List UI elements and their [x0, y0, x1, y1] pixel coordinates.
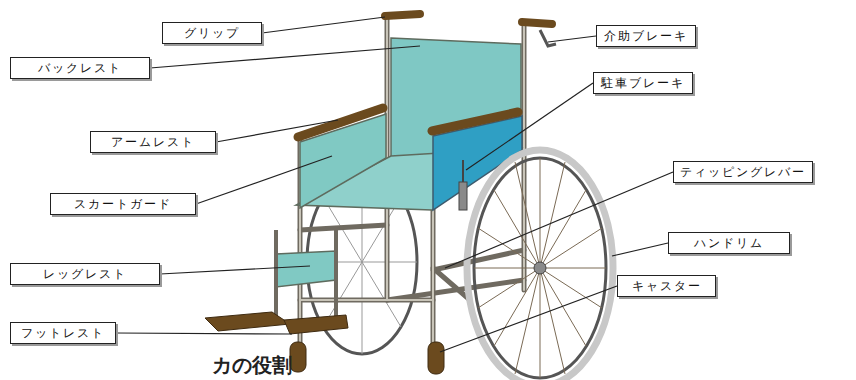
part-label-box: フットレスト [10, 322, 116, 344]
rear-wheel [474, 158, 606, 378]
part-label-box: ティッピングレバー [673, 161, 813, 183]
part-name: 介助ブレーキ [604, 28, 688, 45]
frame [274, 230, 278, 318]
wheel-spokes [474, 158, 606, 378]
part-label-box: キャスター [617, 275, 716, 297]
grip [522, 22, 552, 24]
part-name: キャスター [632, 278, 702, 295]
hand-rim [467, 150, 613, 380]
grip [385, 14, 420, 16]
part-name: バックレスト [38, 60, 122, 77]
part-name: アームレスト [111, 134, 195, 151]
part-label-box: ハンドリム [668, 232, 790, 254]
part-label-box: グリップ [162, 22, 262, 44]
part-label-box: スカートガード [50, 193, 196, 215]
leader-lines [116, 17, 673, 352]
part-label-box: アームレスト [90, 131, 216, 153]
wheel-hub [534, 262, 546, 274]
part-name: ティッピングレバー [680, 164, 806, 181]
part-name: 駐車ブレーキ [601, 75, 685, 92]
attendant-brake [540, 30, 556, 46]
part-label-box: レッグレスト [10, 263, 160, 285]
legrest [276, 251, 336, 287]
section-heading: カの役割 [212, 352, 292, 379]
footrest [284, 315, 348, 334]
caster [290, 342, 306, 372]
caster [428, 342, 444, 374]
footrest [205, 312, 290, 331]
part-name: スカートガード [74, 196, 172, 213]
part-name: フットレスト [21, 325, 105, 342]
armrest [432, 112, 518, 131]
frame [334, 228, 338, 316]
part-name: グリップ [184, 25, 240, 42]
part-name: レッグレスト [43, 266, 127, 283]
part-label-box: バックレスト [10, 57, 150, 79]
armrest [298, 108, 383, 137]
parking-brake [459, 182, 467, 210]
part-label-box: 介助ブレーキ [596, 25, 696, 47]
parking-brake [462, 160, 464, 182]
part-name: ハンドリム [694, 235, 764, 252]
part-label-box: 駐車ブレーキ [593, 72, 693, 94]
